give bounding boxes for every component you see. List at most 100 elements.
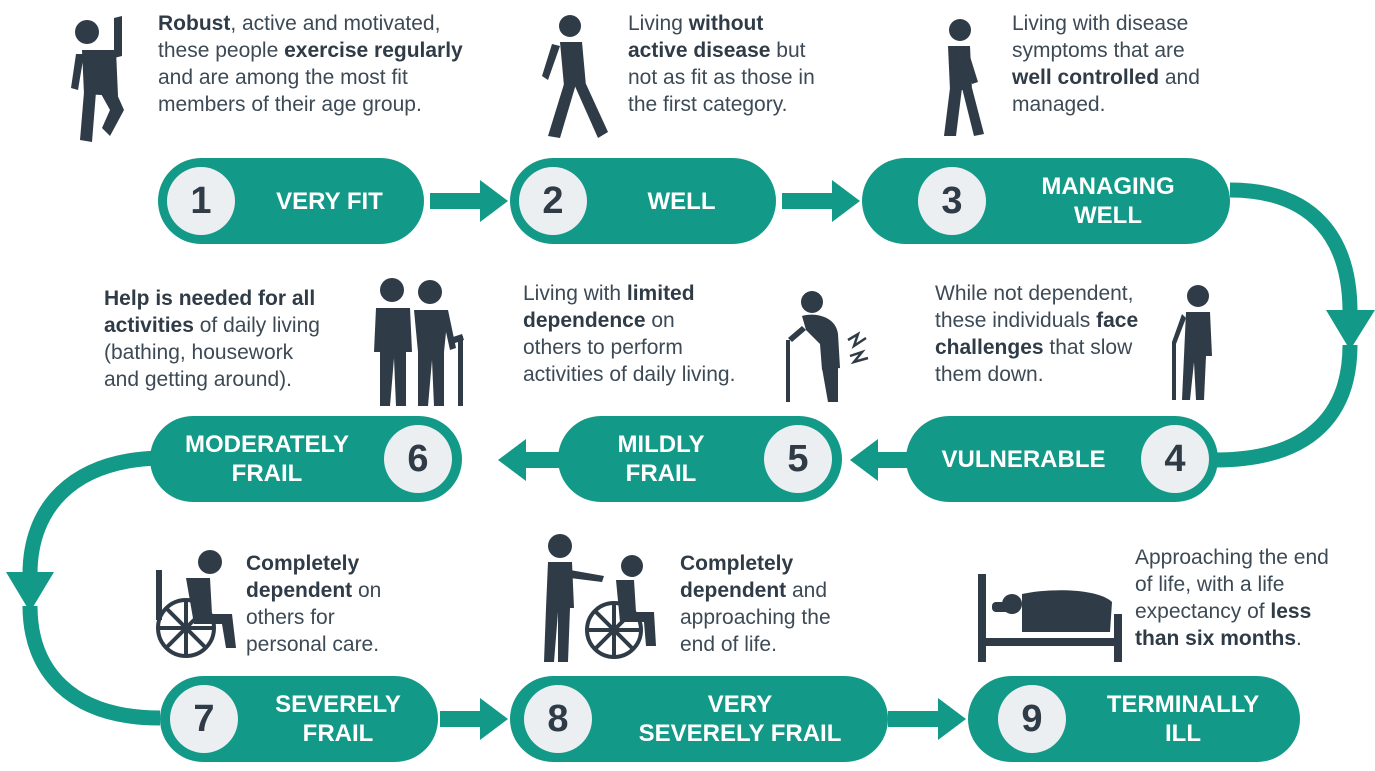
stage-1-pill: 1 VERY FIT [158,158,424,244]
description-text: approaching the [680,606,831,629]
curve-3-4 [1229,182,1358,313]
stage-1-number: 1 [167,167,235,235]
description-text: and [1159,66,1200,89]
description-text: of daily living [193,314,320,337]
description-text: personal care. [246,633,380,656]
stage-4-description: While not dependent, these individuals fa… [935,280,1138,388]
pushed-wheelchair-icon [544,534,656,662]
description-text: (bathing, housework [104,341,294,364]
stage-9-number: 9 [998,685,1066,753]
walking-slowly-icon [944,19,984,136]
stage-1-label: VERY FIT [276,187,383,215]
description-text: . [1296,627,1302,650]
description-text: expectancy of [1135,600,1271,623]
curve-6-7 [22,450,161,575]
description-text: dependent [246,579,353,602]
description-text: others for [246,606,335,629]
description-text: not as fit as those in [628,66,815,89]
description-text: symptoms that are [1012,39,1185,62]
stage-7-description: Completely dependent on others for personal… [246,550,381,658]
arrow-6-7 [6,572,54,612]
description-text: these individuals [935,309,1097,332]
description-text: Completely [246,552,360,575]
wheelchair-user-icon [156,550,236,658]
description-text: activities [104,314,194,337]
arrow-7-8 [480,698,508,740]
arrow-3-4 [1326,310,1375,350]
description-text: Living [628,12,689,35]
description-text: on [352,579,382,602]
description-text: than six months [1135,627,1297,650]
description-text: less [1270,600,1312,623]
stage-2-number: 2 [519,167,587,235]
description-text: on [645,309,675,332]
stage-5-number: 5 [764,425,832,493]
description-text: managed. [1012,93,1106,116]
stage-4-pill: VULNERABLE 4 [906,416,1218,502]
description-text: Robust [158,12,231,35]
arrow-4-5 [850,439,878,481]
stage-9-description: Approaching the end of life, with a life e… [1135,544,1329,652]
description-text: exercise regularly [284,39,463,62]
stage-4-number: 4 [1141,425,1209,493]
stage-6-number: 6 [384,425,452,493]
description-text: and are among the most fit [158,66,408,89]
connector-2-3 [782,193,842,209]
description-text: but [770,39,806,62]
arrow-8-9 [938,698,966,740]
description-text: challenges [935,336,1044,359]
description-text: Approaching the end [1135,546,1329,569]
arrow-2-3 [832,180,860,222]
description-text: , active and motivated, [230,12,441,35]
curve-7-to [22,605,161,726]
description-text: While not dependent, [935,282,1134,305]
stage-6-description: Help is needed for all activities of dail… [104,285,320,393]
description-text: Living with disease [1012,12,1189,35]
description-text: and [786,579,828,602]
description-text: them down. [935,363,1044,386]
stage-2-label: WELL [647,187,716,215]
description-text: that slow [1043,336,1133,359]
description-text: face [1096,309,1139,332]
arrow-5-6 [498,439,526,481]
stage-4-label: VULNERABLE [941,445,1106,473]
arrow-1-2 [480,180,508,222]
description-text: Living with [523,282,627,305]
connector-8-9 [888,711,948,727]
description-text: activities of daily living. [523,363,736,386]
description-text: active disease [628,39,771,62]
description-text: others to perform [523,336,683,359]
description-text: the first category. [628,93,788,116]
description-text: end of life. [680,633,777,656]
person-in-bed-icon [978,574,1122,662]
assisted-elderly-couple-icon [374,278,464,406]
connector-1-2 [430,193,490,209]
description-text: of life, with a life [1135,573,1285,596]
description-text: dependence [523,309,646,332]
stage-2-pill: 2 WELL [510,158,776,244]
stage-7-number: 7 [170,685,238,753]
description-text: Help is needed for all [104,287,316,310]
exercising-person-icon [71,16,124,142]
curve-4-from [1214,344,1358,468]
description-text: dependent [680,579,787,602]
stage-3-number: 3 [918,167,986,235]
connector-7-8 [440,711,490,727]
